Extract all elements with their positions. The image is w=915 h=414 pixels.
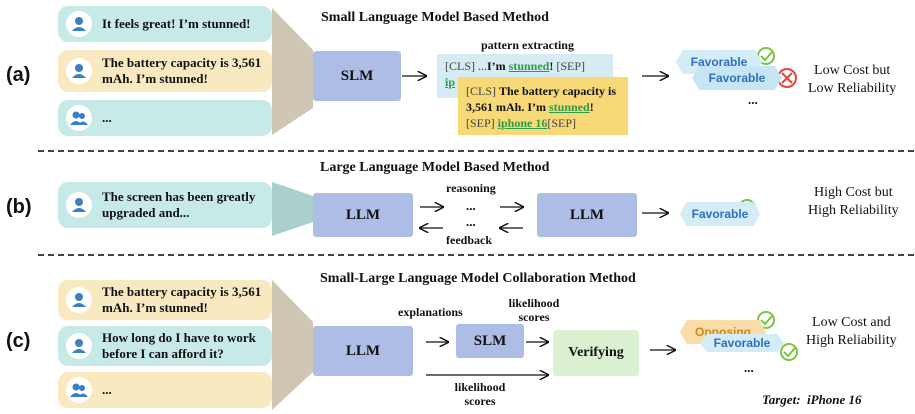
llm-box-b-right: LLM (537, 193, 637, 237)
dots-b-bottom: ... (466, 214, 476, 229)
check-icon-c2 (780, 343, 798, 361)
input-text-c3: ... (102, 382, 112, 397)
panel-a-label: (a) (6, 64, 31, 86)
separator-ab (38, 150, 914, 152)
users-icon (66, 377, 92, 403)
input-text-a2: The battery capacity is 3,561 mAh. I’m s… (102, 55, 262, 86)
output-tag-b: Favorable (680, 202, 760, 226)
user-icon (66, 333, 92, 359)
input-bubble-a1: It feels great! I’m stunned! (58, 6, 272, 42)
input-text-c2: How long do I have to work before I can … (102, 330, 256, 361)
input-text-b: The screen has been greatly upgraded and… (102, 189, 256, 220)
funnel-a (272, 8, 313, 135)
panel-b-title: Large Language Model Based Method (320, 160, 550, 175)
panel-b-label: (b) (6, 196, 32, 218)
front-token-card: [CLS] The battery capacity is 3,561 mAh.… (458, 77, 628, 135)
feedback-label: feedback (446, 233, 492, 247)
result-a: Low Cost but Low Reliability (808, 63, 897, 96)
result-c: Low Cost and High Reliability (806, 315, 897, 348)
likelihood-top-label: likelihood scores (508, 296, 560, 324)
user-icon (66, 58, 92, 84)
panel-a-title: Small Language Model Based Method (321, 10, 549, 25)
separator-bc (38, 254, 914, 256)
funnel-c (272, 280, 313, 410)
output-tag-a2: Favorable (692, 66, 782, 90)
input-bubble-a2: The battery capacity is 3,561 mAh. I’m s… (58, 50, 272, 92)
input-text-c1: The battery capacity is 3,561 mAh. I’m s… (102, 284, 262, 315)
input-bubble-c3: ... (58, 372, 272, 408)
panel-c-label: (c) (6, 330, 31, 352)
user-icon (66, 287, 92, 313)
input-bubble-b: The screen has been greatly upgraded and… (58, 182, 272, 228)
explanations-label: explanations (398, 305, 463, 319)
result-b: High Cost but High Reliability (808, 185, 899, 218)
funnel-b (272, 182, 313, 236)
slm-box-c: SLM (456, 324, 524, 358)
input-text-a1: It feels great! I’m stunned! (102, 16, 251, 31)
input-bubble-c2: How long do I have to work before I can … (58, 326, 272, 366)
user-icon (66, 11, 92, 37)
output-more-a: ... (748, 92, 758, 107)
dots-b-top: ... (466, 198, 476, 213)
pattern-extracting-label: pattern extracting (481, 38, 574, 52)
llm-box-b-left: LLM (313, 193, 413, 237)
output-more-c: ... (744, 360, 754, 375)
input-text-a3: ... (102, 110, 112, 125)
output-tag-c2: Favorable (700, 334, 784, 352)
target-label: Target: iPhone 16 (762, 392, 862, 407)
reasoning-label: reasoning (446, 181, 496, 195)
input-bubble-a3: ... (58, 100, 272, 136)
users-icon (66, 105, 92, 131)
likelihood-bottom-label: likelihood scores (454, 380, 506, 408)
input-bubble-c1: The battery capacity is 3,561 mAh. I’m s… (58, 280, 272, 320)
verifying-box: Verifying (553, 330, 639, 376)
llm-box-c: LLM (313, 326, 413, 376)
slm-box-a: SLM (313, 51, 401, 101)
user-icon (66, 192, 92, 218)
panel-c-title: Small-Large Language Model Collaboration… (320, 271, 636, 286)
